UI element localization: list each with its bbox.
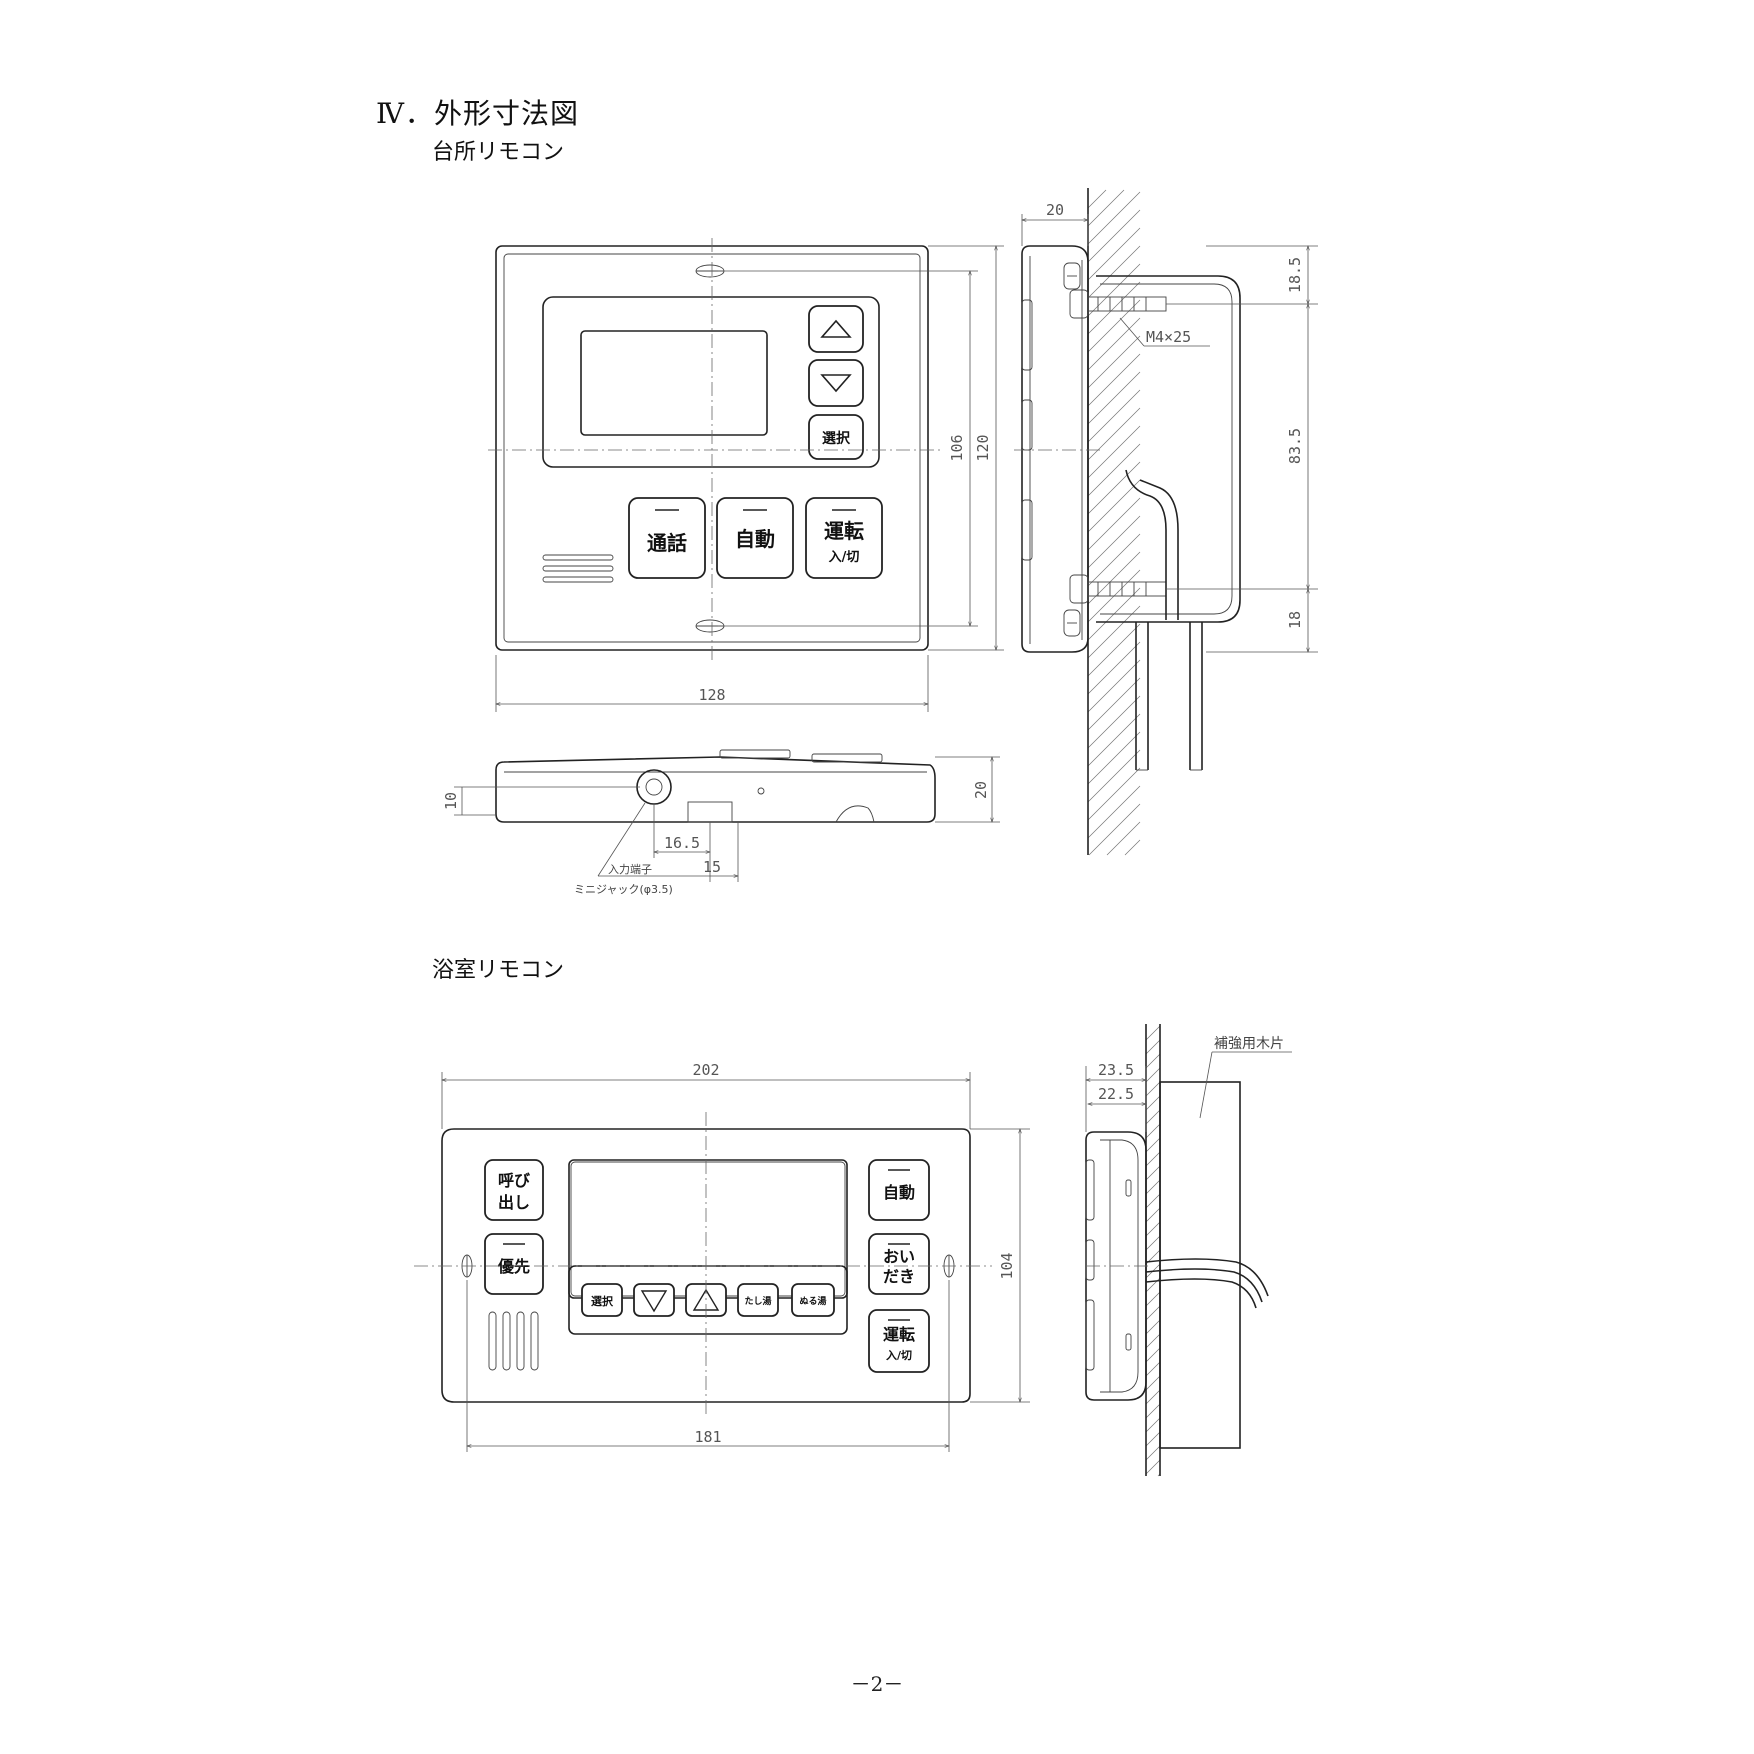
bathroom-select-label: 選択 (591, 1294, 614, 1308)
bathroom-reheat-sublabel: だき (883, 1267, 915, 1286)
kitchen-talk-label: 通話 (647, 531, 687, 555)
bathroom-height-dim: 104 (998, 1252, 1016, 1279)
kitchen-side-view: 20 18.5 83.5 18 M4×25 (1014, 188, 1318, 856)
kitchen-side-depth-dim: 20 (1046, 201, 1064, 219)
kitchen-front-view: 選択 通話 自動 運転 入/切 128 (488, 238, 1004, 712)
kitchen-run-sublabel: 入/切 (829, 550, 860, 565)
bathroom-priority-label: 優先 (497, 1257, 530, 1276)
bathroom-run-label: 運転 (883, 1325, 915, 1344)
bathroom-down-button[interactable] (633, 1283, 675, 1317)
kitchen-jack-height-dim: 10 (442, 792, 460, 810)
kitchen-speaker-grille (542, 554, 614, 583)
kitchen-jack-label: 入力端子 (608, 863, 652, 876)
bathroom-width-mount-dim: 181 (694, 1428, 721, 1446)
bathroom-side-view: 23.5 22.5 補強用木片 (1085, 1024, 1292, 1477)
kitchen-display-bezel (542, 296, 880, 468)
kitchen-select-button[interactable]: 選択 (808, 414, 864, 460)
page-title: Ⅳ．外形寸法図 (376, 97, 579, 130)
kitchen-bottom-screw (1063, 609, 1081, 637)
bathroom-speaker-grille (488, 1311, 539, 1371)
bathroom-call-sublabel: 出し (498, 1193, 530, 1212)
mini-jack-icon (636, 769, 672, 805)
kitchen-width-dim: 128 (698, 686, 725, 704)
bathroom-select-button[interactable]: 選択 (581, 1283, 623, 1317)
bathroom-add-cold-label: ぬる湯 (799, 1295, 826, 1307)
bathroom-section-title: 浴室リモコン (432, 958, 565, 983)
kitchen-top-offset-dim: 18.5 (1286, 257, 1304, 293)
kitchen-top-screw (1063, 262, 1081, 290)
kitchen-display-screen (580, 330, 768, 436)
bathroom-display-screen (568, 1159, 848, 1299)
kitchen-tab-pos-dim: 15 (703, 858, 721, 876)
kitchen-talk-button[interactable]: 通話 (628, 497, 706, 579)
kitchen-jack-pos-dim: 16.5 (664, 834, 700, 852)
kitchen-bottom-offset-dim: 18 (1286, 611, 1304, 629)
kitchen-auto-label: 自動 (735, 527, 775, 551)
triangle-down-icon (640, 1290, 668, 1313)
kitchen-depth-dim: 20 (972, 781, 990, 799)
bathroom-depth-inner-dim: 22.5 (1098, 1085, 1134, 1103)
bathroom-reheat-label: おい (883, 1247, 915, 1266)
kitchen-run-button[interactable]: 運転 入/切 (805, 497, 883, 579)
bathroom-reheat-button[interactable]: おい だき (868, 1233, 930, 1295)
kitchen-bottom-view: 20 10 16.5 15 入力端子 ミニジャック(φ3.5) (442, 749, 1000, 896)
page-number: －2－ (850, 1672, 904, 1696)
kitchen-down-button[interactable] (808, 359, 864, 407)
kitchen-up-button[interactable] (808, 305, 864, 353)
kitchen-screw-label: M4×25 (1146, 328, 1191, 346)
kitchen-jack-sublabel: ミニジャック(φ3.5) (574, 883, 673, 896)
bathroom-front-view: 選択 たし湯 ぬる湯 呼び 出し 優先 (414, 1061, 1030, 1452)
kitchen-screw-lower (1069, 574, 1167, 604)
bathroom-priority-button[interactable]: 優先 (484, 1233, 544, 1295)
bathroom-call-label: 呼び (498, 1171, 531, 1190)
wood-label: 補強用木片 (1214, 1036, 1284, 1052)
kitchen-height-inner-dim: 106 (948, 434, 966, 461)
kitchen-height-outer-dim: 120 (974, 434, 992, 461)
bathroom-add-hot-button[interactable]: たし湯 (737, 1283, 779, 1317)
kitchen-select-label: 選択 (822, 430, 851, 447)
bathroom-call-button[interactable]: 呼び 出し (484, 1159, 544, 1221)
triangle-down-icon (820, 374, 852, 393)
bathroom-run-button[interactable]: 運転 入/切 (868, 1309, 930, 1373)
bathroom-add-hot-label: たし湯 (744, 1295, 771, 1307)
bathroom-width-outer-dim: 202 (692, 1061, 719, 1079)
kitchen-pitch-dim: 83.5 (1286, 428, 1304, 464)
kitchen-run-label: 運転 (824, 519, 864, 543)
kitchen-auto-button[interactable]: 自動 (716, 497, 794, 579)
bathroom-auto-label: 自動 (883, 1183, 915, 1202)
bathroom-auto-button[interactable]: 自動 (868, 1159, 930, 1221)
reinforcement-wood (1159, 1081, 1241, 1449)
bathroom-add-cold-button[interactable]: ぬる湯 (791, 1283, 835, 1317)
kitchen-section-title: 台所リモコン (432, 140, 565, 165)
triangle-up-icon (820, 319, 852, 338)
bathroom-depth-outer-dim: 23.5 (1098, 1061, 1134, 1079)
bathroom-run-sublabel: 入/切 (886, 1349, 912, 1362)
